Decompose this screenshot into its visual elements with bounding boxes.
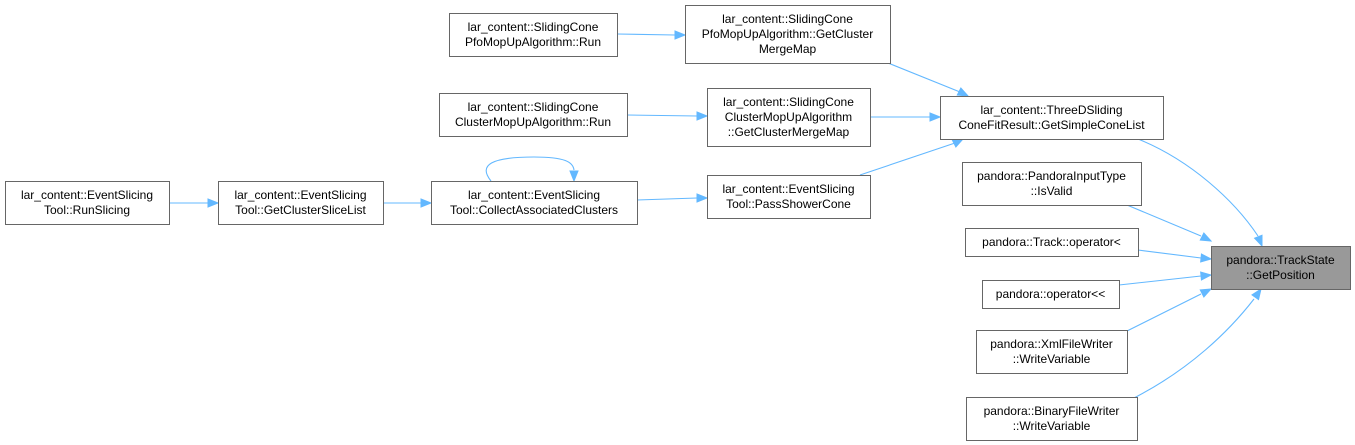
node-box: [218, 181, 384, 225]
node-box: [965, 228, 1139, 257]
node-box: [976, 330, 1128, 374]
arrowhead-n7-n8: [420, 198, 433, 208]
node-box: [449, 13, 618, 57]
node-label-line: lar_content::SlidingCone: [468, 20, 599, 34]
edge-n12-root: [1118, 275, 1202, 286]
edge-n8-n9: [636, 197, 698, 201]
node-label-line: PfoMopUpAlgorithm::GetCluster: [702, 27, 873, 41]
arrowhead-n5-root: [1253, 234, 1263, 248]
node-n14[interactable]: pandora::BinaryFileWriter::WriteVariable: [966, 397, 1138, 441]
node-label-line: ::WriteVariable: [1013, 419, 1091, 433]
node-label-line: ClusterMopUpAlgorithm: [725, 110, 852, 124]
arrowhead-n8-n9: [696, 193, 709, 203]
edge-n1-n2: [616, 33, 676, 36]
node-n3[interactable]: lar_content::SlidingConeClusterMopUpAlgo…: [439, 93, 628, 137]
edge-n5-root: [1137, 138, 1259, 237]
node-label-line: Tool::PassShowerCone: [726, 197, 851, 211]
node-label-line: lar_content::EventSlicing: [234, 188, 366, 202]
node-label-line: Tool::GetClusterSliceList: [235, 203, 366, 217]
edge-n10-root: [1126, 204, 1202, 237]
node-label-line: ClusterMopUpAlgorithm::Run: [455, 115, 611, 129]
node-label-line: lar_content::EventSlicing: [21, 188, 153, 202]
arrowhead-n6-n7: [207, 198, 220, 208]
node-n13[interactable]: pandora::XmlFileWriter::WriteVariable: [976, 330, 1128, 374]
node-label-line: ::GetPosition: [1246, 268, 1315, 282]
arrowhead-n10-root: [1199, 232, 1213, 242]
node-label-line: MergeMap: [759, 42, 817, 56]
node-label-line: pandora::operator<<: [996, 287, 1105, 301]
edge-n11-root: [1137, 249, 1202, 259]
arrowhead-n11-root: [1200, 253, 1213, 263]
node-box: [431, 181, 638, 225]
node-label-line: ::GetClusterMergeMap: [728, 125, 850, 139]
node-label-line: lar_content::SlidingCone: [722, 12, 853, 26]
edge-n14-root: [1129, 298, 1255, 401]
node-label-line: pandora::TrackState: [1226, 253, 1335, 267]
node-n5[interactable]: lar_content::ThreeDSlidingConeFitResult:…: [940, 96, 1164, 140]
arrowhead-n4-n5: [929, 112, 942, 122]
edge-n9-n5: [859, 142, 956, 176]
node-box: [966, 397, 1138, 441]
node-label-line: pandora::BinaryFileWriter: [984, 404, 1120, 418]
node-n4[interactable]: lar_content::SlidingConeClusterMopUpAlgo…: [707, 88, 871, 147]
node-box: [982, 280, 1120, 309]
node-root: pandora::TrackState::GetPosition: [1211, 246, 1351, 290]
arrowhead-n9-n5: [951, 138, 965, 148]
node-label-line: pandora::Track::operator<: [982, 235, 1121, 249]
node-n7[interactable]: lar_content::EventSlicingTool::GetCluste…: [218, 181, 384, 225]
node-label-line: lar_content::EventSlicing: [722, 182, 854, 196]
arrowhead-n13-root: [1199, 288, 1213, 298]
node-n2[interactable]: lar_content::SlidingConePfoMopUpAlgorith…: [685, 5, 891, 64]
arrowhead-n1-n2: [674, 30, 687, 40]
arrowhead-n14-root: [1251, 287, 1262, 301]
node-box: [962, 162, 1142, 206]
node-label-line: PfoMopUpAlgorithm::Run: [465, 35, 601, 49]
node-box: [439, 93, 628, 137]
node-n9[interactable]: lar_content::EventSlicingTool::PassShowe…: [707, 175, 871, 219]
nodes-layer: lar_content::SlidingConePfoMopUpAlgorith…: [5, 5, 1351, 441]
node-label-line: ConeFitResult::GetSimpleConeList: [958, 118, 1145, 132]
node-label-line: lar_content::EventSlicing: [468, 188, 600, 202]
node-label-line: ::WriteVariable: [1013, 352, 1091, 366]
node-label-line: lar_content::SlidingCone: [468, 100, 599, 114]
arrowhead-n8-n8: [569, 170, 579, 183]
node-n12[interactable]: pandora::operator<<: [982, 280, 1120, 309]
node-n1[interactable]: lar_content::SlidingConePfoMopUpAlgorith…: [449, 13, 618, 57]
arrowhead-n3-n4: [696, 111, 709, 121]
arrowhead-n12-root: [1200, 271, 1213, 281]
edges-layer: [169, 30, 1263, 401]
node-label-line: Tool::RunSlicing: [44, 203, 130, 217]
node-label-line: pandora::XmlFileWriter: [990, 337, 1112, 351]
arrowhead-n2-n5: [956, 87, 970, 97]
node-box: [5, 181, 170, 225]
node-box: [707, 88, 871, 147]
edge-n13-root: [1126, 293, 1202, 332]
node-n8[interactable]: lar_content::EventSlicingTool::CollectAs…: [431, 181, 638, 225]
edge-n8-n8: [485, 156, 575, 182]
node-box: [685, 5, 891, 64]
node-box: [707, 175, 871, 219]
node-label-line: lar_content::ThreeDSliding: [980, 103, 1122, 117]
node-label-line: Tool::CollectAssociatedClusters: [450, 203, 618, 217]
edge-n2-n5: [887, 62, 961, 93]
node-label-line: ::IsValid: [1031, 184, 1073, 198]
node-label-line: lar_content::SlidingCone: [723, 95, 854, 109]
edge-n3-n4: [626, 114, 698, 117]
node-n10[interactable]: pandora::PandoraInputType::IsValid: [962, 162, 1142, 206]
node-n11[interactable]: pandora::Track::operator<: [965, 228, 1139, 257]
node-box: [940, 96, 1164, 140]
node-box: [1211, 246, 1351, 290]
node-label-line: pandora::PandoraInputType: [977, 169, 1126, 183]
node-n6[interactable]: lar_content::EventSlicingTool::RunSlicin…: [5, 181, 170, 225]
